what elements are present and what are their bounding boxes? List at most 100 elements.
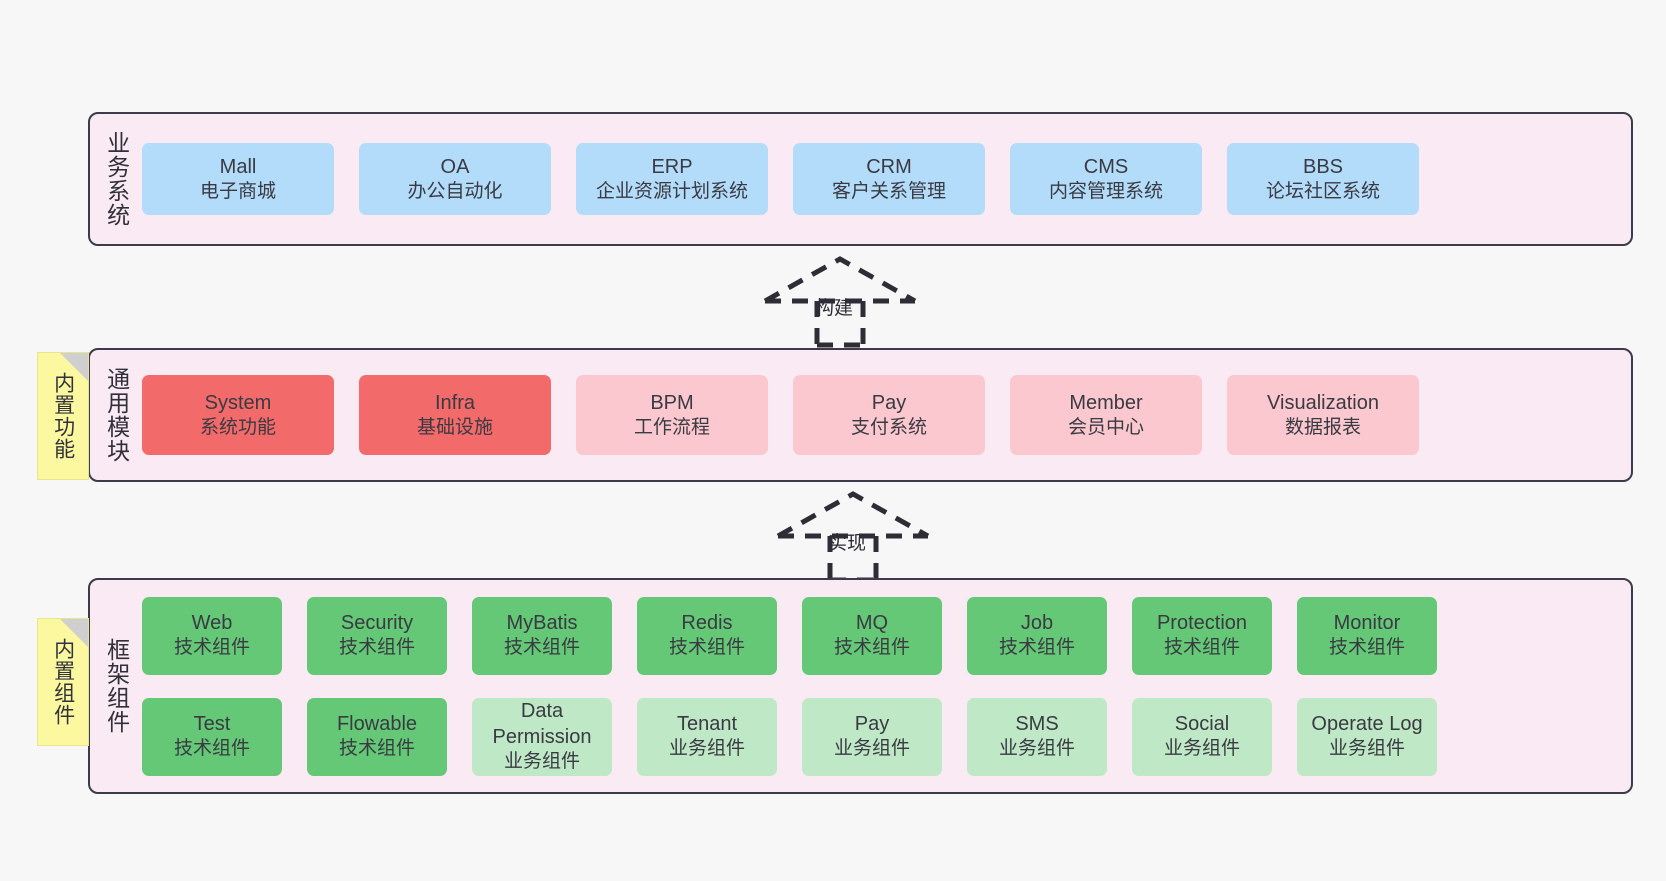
box-cms-desc: 内容管理系统 — [1048, 180, 1163, 202]
layer-common-modules: 通用模块 System 系统功能 Infra 基础设施 BPM 工作流程 Pay… — [88, 348, 1633, 482]
box-pay-component-desc: 业务组件 — [833, 738, 910, 760]
box-mall-desc: 电子商城 — [199, 180, 276, 202]
implement-arrowhead — [776, 491, 930, 539]
box-flowable-name: Flowable — [336, 713, 418, 736]
box-mq-desc: 技术组件 — [833, 637, 910, 659]
box-mall[interactable]: Mall 电子商城 — [142, 143, 334, 215]
box-protection-name: Protection — [1156, 612, 1248, 635]
note-builtin-functions: 内置功能 — [37, 352, 89, 480]
box-pay-module-desc: 支付系统 — [850, 416, 927, 438]
box-social-desc: 业务组件 — [1163, 738, 1240, 760]
box-erp[interactable]: ERP 企业资源计划系统 — [576, 143, 768, 215]
layer-body-framework-components: Web 技术组件 Security 技术组件 MyBatis 技术组件 Redi… — [142, 580, 1631, 792]
note-fold-corner-icon — [60, 619, 88, 647]
layer-label-common-modules: 通用模块 — [103, 367, 130, 463]
box-crm[interactable]: CRM 客户关系管理 — [793, 143, 985, 215]
box-mybatis[interactable]: MyBatis 技术组件 — [472, 596, 612, 675]
box-bpm[interactable]: BPM 工作流程 — [576, 375, 768, 455]
box-data-permission[interactable]: Data Permission 业务组件 — [472, 697, 612, 776]
box-redis[interactable]: Redis 技术组件 — [637, 596, 777, 675]
note-fold-corner-icon — [60, 353, 88, 381]
box-pay-component-name: Pay — [854, 713, 890, 736]
box-member-desc: 会员中心 — [1067, 416, 1144, 438]
box-flowable[interactable]: Flowable 技术组件 — [307, 697, 447, 776]
layer-body-common-modules: System 系统功能 Infra 基础设施 BPM 工作流程 Pay 支付系统… — [142, 350, 1631, 480]
box-mq[interactable]: MQ 技术组件 — [802, 596, 942, 675]
box-bbs-desc: 论坛社区系统 — [1265, 180, 1380, 202]
layer-label-business-system: 业务系统 — [103, 131, 130, 227]
box-protection[interactable]: Protection 技术组件 — [1132, 596, 1272, 675]
box-monitor[interactable]: Monitor 技术组件 — [1297, 596, 1437, 675]
box-pay-module[interactable]: Pay 支付系统 — [793, 375, 985, 455]
box-member[interactable]: Member 会员中心 — [1010, 375, 1202, 455]
box-web-desc: 技术组件 — [173, 637, 250, 659]
box-sms-desc: 业务组件 — [998, 738, 1075, 760]
box-test[interactable]: Test 技术组件 — [142, 697, 282, 776]
box-test-name: Test — [193, 713, 231, 736]
box-operate-log-name: Operate Log — [1311, 713, 1423, 736]
connector-implement: 实现 — [768, 490, 948, 583]
box-erp-name: ERP — [651, 155, 693, 178]
box-infra[interactable]: Infra 基础设施 — [359, 375, 551, 455]
box-web-name: Web — [191, 612, 233, 635]
box-system-desc: 系统功能 — [199, 416, 276, 438]
box-data-permission-name: Data Permission — [492, 700, 592, 749]
connector-build: 构建 — [755, 255, 935, 348]
box-bpm-desc: 工作流程 — [633, 416, 710, 438]
box-security-name: Security — [340, 612, 414, 635]
box-erp-desc: 企业资源计划系统 — [595, 180, 748, 202]
box-operate-log[interactable]: Operate Log 业务组件 — [1297, 697, 1437, 776]
box-oa[interactable]: OA 办公自动化 — [359, 143, 551, 215]
note-builtin-functions-label: 内置功能 — [51, 372, 75, 460]
box-bpm-name: BPM — [650, 391, 694, 414]
layer-framework-components: 框架组件 Web 技术组件 Security 技术组件 MyBatis 技术组件… — [88, 578, 1633, 794]
box-data-permission-desc: 业务组件 — [503, 751, 580, 773]
box-tenant-name: Tenant — [676, 713, 738, 736]
box-redis-name: Redis — [681, 612, 733, 635]
box-pay-component[interactable]: Pay 业务组件 — [802, 697, 942, 776]
box-member-name: Member — [1069, 391, 1143, 414]
box-system[interactable]: System 系统功能 — [142, 375, 334, 455]
box-sms-name: SMS — [1015, 713, 1059, 736]
box-visualization-desc: 数据报表 — [1284, 416, 1361, 438]
box-pay-module-name: Pay — [871, 391, 907, 414]
box-bbs-name: BBS — [1302, 155, 1344, 178]
box-crm-desc: 客户关系管理 — [831, 180, 946, 202]
common-modules-row: System 系统功能 Infra 基础设施 BPM 工作流程 Pay 支付系统… — [142, 375, 1619, 455]
box-monitor-name: Monitor — [1333, 612, 1401, 635]
note-builtin-components-label: 内置组件 — [51, 638, 75, 726]
box-job[interactable]: Job 技术组件 — [967, 596, 1107, 675]
box-test-desc: 技术组件 — [173, 738, 250, 760]
box-infra-name: Infra — [434, 391, 476, 414]
connector-build-label: 构建 — [815, 298, 854, 319]
box-tenant[interactable]: Tenant 业务组件 — [637, 697, 777, 776]
box-monitor-desc: 技术组件 — [1328, 637, 1405, 659]
framework-tech-row: Web 技术组件 Security 技术组件 MyBatis 技术组件 Redi… — [142, 596, 1619, 675]
box-protection-desc: 技术组件 — [1163, 637, 1240, 659]
layer-label-framework-components: 框架组件 — [103, 638, 130, 734]
layer-body-business-system: Mall 电子商城 OA 办公自动化 ERP 企业资源计划系统 CRM 客户关系… — [142, 114, 1631, 244]
box-visualization[interactable]: Visualization 数据报表 — [1227, 375, 1419, 455]
box-mybatis-desc: 技术组件 — [503, 637, 580, 659]
build-arrowhead — [763, 256, 917, 304]
box-operate-log-desc: 业务组件 — [1328, 738, 1405, 760]
box-web[interactable]: Web 技术组件 — [142, 596, 282, 675]
box-infra-desc: 基础设施 — [416, 416, 493, 438]
framework-business-row: Test 技术组件 Flowable 技术组件 Data Permission … — [142, 697, 1619, 776]
box-social-name: Social — [1174, 713, 1230, 736]
box-bbs[interactable]: BBS 论坛社区系统 — [1227, 143, 1419, 215]
box-cms-name: CMS — [1083, 155, 1129, 178]
box-mall-name: Mall — [219, 155, 257, 178]
box-sms[interactable]: SMS 业务组件 — [967, 697, 1107, 776]
box-security[interactable]: Security 技术组件 — [307, 596, 447, 675]
box-cms[interactable]: CMS 内容管理系统 — [1010, 143, 1202, 215]
connector-implement-label: 实现 — [828, 533, 867, 554]
box-tenant-desc: 业务组件 — [668, 738, 745, 760]
box-system-name: System — [204, 391, 272, 414]
box-oa-name: OA — [440, 155, 470, 178]
box-mybatis-name: MyBatis — [506, 612, 578, 635]
box-oa-desc: 办公自动化 — [407, 180, 503, 202]
box-mq-name: MQ — [855, 612, 889, 635]
box-social[interactable]: Social 业务组件 — [1132, 697, 1272, 776]
